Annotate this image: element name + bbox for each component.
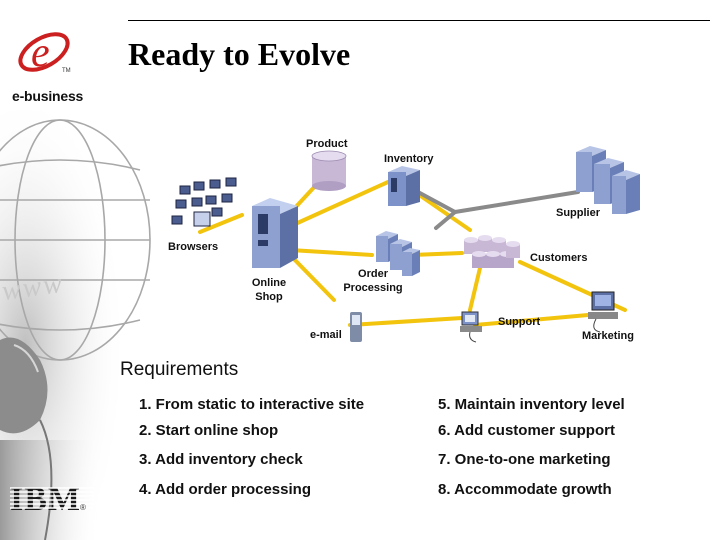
email-device-icon — [350, 312, 362, 342]
line-shop-email — [288, 253, 336, 302]
line-shop-order — [288, 248, 374, 257]
globe-grid — [0, 119, 151, 361]
mouse-icon — [0, 337, 53, 540]
requirement-item: 2. Start online shop — [139, 422, 279, 439]
ibm-logo: IBM — [10, 481, 94, 518]
online-shop-server-icon — [252, 198, 298, 268]
label-inventory: Inventory — [384, 153, 434, 165]
line-email-support — [348, 316, 464, 327]
line-support-marketing — [473, 313, 590, 327]
label-browsers: Browsers — [168, 241, 219, 253]
ebusiness-logo-text: e-business — [12, 88, 84, 104]
marketing-computer-icon — [588, 291, 618, 333]
svg-text:IBM: IBM — [10, 482, 81, 516]
requirement-item: 3. Add inventory check — [139, 451, 303, 468]
line-browsers-shop — [198, 213, 244, 234]
label-product: Product — [306, 138, 348, 150]
requirements-heading: Requirements — [120, 359, 239, 380]
registered-mark: ® — [80, 503, 86, 512]
requirement-item: 6. Add customer support — [438, 422, 615, 439]
requirement-item: 1. From static to interactive site — [139, 396, 365, 413]
label-support: Support — [498, 316, 541, 328]
requirement-item: 4. Add order processing — [139, 481, 311, 498]
title-rule — [128, 20, 710, 21]
supplier-connector — [416, 190, 580, 230]
network-diagram — [171, 146, 640, 343]
trademark-mark: TM — [62, 68, 71, 74]
label-marketing: Marketing — [582, 330, 634, 342]
label-customers: Customers — [530, 252, 588, 264]
supplier-servers-icon — [576, 146, 640, 214]
label-email: e-mail — [310, 329, 342, 341]
label-order-processing: Order Processing — [343, 268, 403, 294]
customers-database-icon — [464, 235, 520, 268]
browsers-icon — [171, 177, 237, 227]
support-computer-icon — [460, 311, 482, 343]
ebusiness-logo-icon: e — [18, 30, 70, 76]
page-title: Ready to Evolve — [128, 36, 351, 72]
order-processing-servers-icon — [376, 231, 420, 276]
requirement-item: 7. One-to-one marketing — [438, 451, 611, 468]
label-online-shop: Online Shop — [251, 277, 287, 303]
inventory-server-icon — [388, 166, 420, 206]
ibm-logo-stripes — [10, 487, 94, 509]
line-shop-inventory — [280, 180, 390, 232]
line-customers-support — [468, 266, 482, 312]
ibm-logo-icon: IBM — [10, 481, 94, 518]
product-database-icon — [311, 150, 347, 191]
line-inventory-customers — [410, 188, 472, 232]
svg-text:e: e — [31, 30, 50, 76]
line-order-customers — [410, 251, 464, 257]
requirement-item: 8. Accommodate growth — [438, 481, 612, 498]
label-supplier: Supplier — [556, 207, 601, 219]
requirement-item: 5. Maintain inventory level — [438, 396, 625, 413]
